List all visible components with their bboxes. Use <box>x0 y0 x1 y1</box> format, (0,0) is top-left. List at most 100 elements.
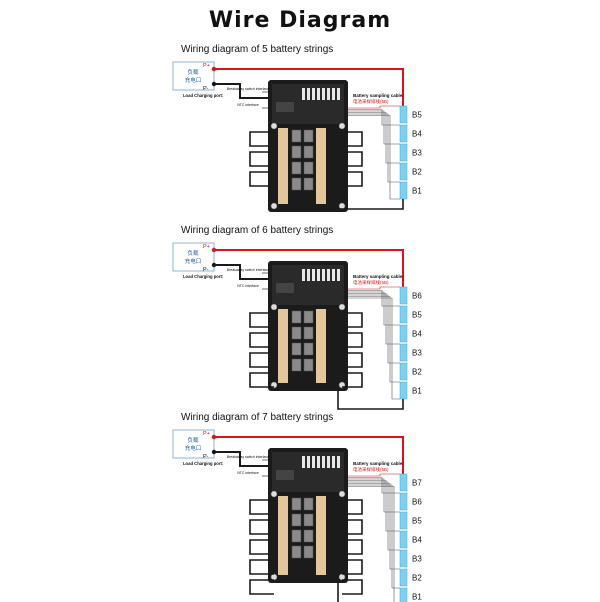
sampling-wire <box>348 287 400 289</box>
battery-cell-label: B1 <box>412 187 422 196</box>
mosfet <box>292 343 301 355</box>
mosfet <box>304 178 313 190</box>
mosfet <box>304 130 313 142</box>
diagram-6-strings: Wiring diagram of 6 battery strings 负载充电… <box>0 225 600 415</box>
mosfet <box>304 359 313 371</box>
p-minus-label: P- <box>203 267 209 273</box>
sampling-header-pin <box>312 456 315 468</box>
p-plus-label: P+ <box>203 431 210 437</box>
sampling-header-pin <box>332 88 335 100</box>
sampling-header-pin <box>302 88 305 100</box>
sampling-header-pin <box>317 269 320 281</box>
battery-cell-label: B3 <box>412 555 422 564</box>
sampling-header-pin <box>307 456 310 468</box>
diagram-5-strings: Wiring diagram of 5 battery strings 负载充电… <box>0 44 600 234</box>
battery-cell-label: B3 <box>412 349 422 358</box>
mosfet <box>304 343 313 355</box>
sampling-header-pin <box>322 269 325 281</box>
p-minus-label: P- <box>203 86 209 92</box>
battery-cell-label: B1 <box>412 593 422 602</box>
load-port-cn-label: 负载 <box>187 68 199 76</box>
screw <box>271 203 277 209</box>
mosfet <box>304 546 313 558</box>
battery-cell <box>400 493 407 510</box>
screw <box>271 123 277 129</box>
mosfet <box>304 162 313 174</box>
battery-cell <box>400 287 407 304</box>
sampling-header-pin <box>327 88 330 100</box>
bms-chip <box>276 283 294 293</box>
mosfet <box>304 514 313 526</box>
sampling-header-pin <box>337 88 340 100</box>
battery-cell-label: B4 <box>412 130 422 139</box>
screw <box>339 574 345 580</box>
copper-busbar <box>278 309 288 383</box>
mosfet <box>292 327 301 339</box>
load-port-en-label: Load Charging port: <box>183 93 223 98</box>
mosfet <box>292 130 301 142</box>
mosfet <box>292 359 301 371</box>
battery-cell <box>400 106 407 123</box>
sampling-cable-label: Battery sampling cable: <box>353 93 404 98</box>
copper-busbar <box>316 128 326 204</box>
sampling-header-pin <box>327 269 330 281</box>
sampling-header-pin <box>332 269 335 281</box>
mosfet <box>304 498 313 510</box>
sampling-header-pin <box>322 88 325 100</box>
sampling-header-pin <box>317 88 320 100</box>
diagram-7-strings: Wiring diagram of 7 battery strings 负载充电… <box>0 412 600 602</box>
mosfet <box>292 514 301 526</box>
screw <box>339 203 345 209</box>
battery-cell-label: B6 <box>412 292 422 301</box>
load-port-cn-label: 负载 <box>187 436 199 444</box>
battery-cell <box>400 569 407 586</box>
screw <box>339 123 345 129</box>
mosfet <box>304 146 313 158</box>
battery-cell-label: B6 <box>412 498 422 507</box>
sampling-cable-cn-label: 电池采样排线(5B) <box>353 279 389 286</box>
sampling-wire <box>348 110 400 126</box>
p-minus-terminal <box>212 263 216 267</box>
load-port-en-label: Load Charging port: <box>183 274 223 279</box>
p-plus-label: P+ <box>203 244 210 250</box>
mosfet <box>292 162 301 174</box>
mosfet <box>292 530 301 542</box>
load-port-cn-label: 负载 <box>187 249 199 257</box>
mosfet <box>292 178 301 190</box>
switch-interface-label: Breakaway switch interface <box>227 455 269 459</box>
battery-cell <box>400 531 407 548</box>
mosfet <box>292 498 301 510</box>
sampling-wire <box>348 111 400 144</box>
sampling-header-pin <box>317 456 320 468</box>
sampling-header-pin <box>337 456 340 468</box>
screw <box>271 574 277 580</box>
p-plus-label: P+ <box>203 63 210 69</box>
sampling-cable-label: Battery sampling cable: <box>353 461 404 466</box>
screw <box>339 491 345 497</box>
mosfet <box>292 546 301 558</box>
page-title: Wire Diagram <box>0 8 600 33</box>
p-minus-terminal <box>212 450 216 454</box>
sampling-header-pin <box>327 456 330 468</box>
battery-negative-wire <box>338 583 403 602</box>
battery-cell-label: B5 <box>412 111 422 120</box>
mosfet <box>292 146 301 158</box>
battery-cell <box>400 382 407 399</box>
sampling-header-pin <box>337 269 340 281</box>
battery-cell <box>400 344 407 361</box>
sampling-wire <box>348 113 400 164</box>
sampling-header-pin <box>302 456 305 468</box>
battery-cell-label: B4 <box>412 330 422 339</box>
load-port-cn-label: 充电口 <box>185 444 202 452</box>
sampling-header-pin <box>307 88 310 100</box>
mosfet <box>304 327 313 339</box>
bms-chip <box>276 102 294 112</box>
sampling-header-pin <box>322 456 325 468</box>
battery-cell <box>400 182 407 199</box>
sampling-header-pin <box>302 269 305 281</box>
copper-busbar <box>278 496 288 575</box>
p-plus-terminal <box>212 248 216 252</box>
copper-busbar <box>278 128 288 204</box>
